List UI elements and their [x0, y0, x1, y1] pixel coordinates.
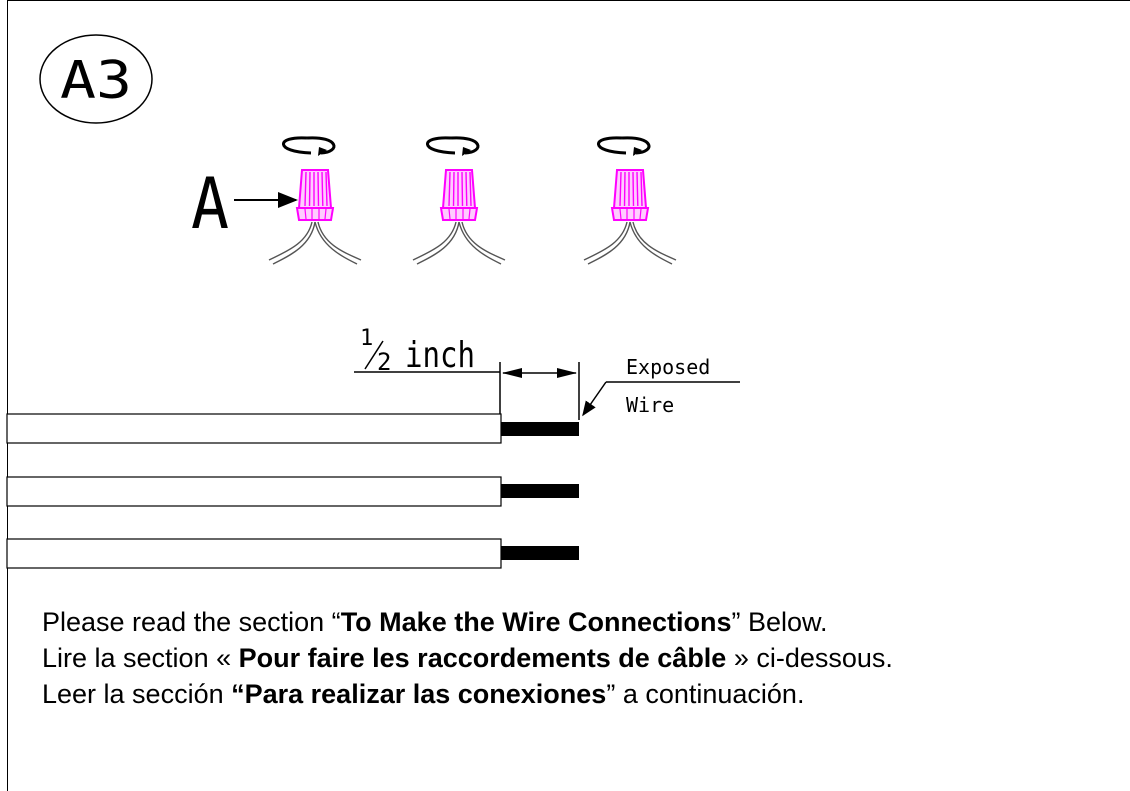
dimension-arrow-left	[502, 368, 522, 378]
figure-frame	[7, 0, 1130, 791]
stripped-wire	[6, 413, 579, 444]
stripped-wire	[6, 476, 579, 507]
exposed-wire-leader	[582, 381, 607, 417]
instruction-en: Please read the section “To Make the Wir…	[42, 607, 828, 637]
step-badge-label: A3	[60, 51, 132, 111]
stripped-wire	[6, 538, 579, 569]
exposed-wire-label-2: Wire	[626, 393, 674, 417]
wiring-diagram: A3 A 1 2 inch Exposed Wire	[6, 34, 740, 569]
instructions-block: Please read the section “To Make the Wir…	[42, 604, 1102, 712]
callout-letter: A	[191, 163, 229, 245]
svg-text:inch: inch	[405, 335, 475, 376]
instruction-fr: Lire la section « Pour faire les raccord…	[42, 643, 893, 673]
dimension-arrow-right	[557, 368, 577, 378]
dimension-label: 1 2 inch	[360, 326, 475, 376]
wire-nut-icon	[582, 136, 678, 266]
exposed-wire-label-1: Exposed	[626, 355, 710, 379]
svg-text:2: 2	[377, 348, 391, 376]
step-badge	[39, 34, 153, 124]
svg-text:1: 1	[360, 326, 373, 351]
wire-nut-icon	[411, 136, 507, 266]
instruction-es: Leer la sección “Para realizar las conex…	[42, 679, 805, 709]
